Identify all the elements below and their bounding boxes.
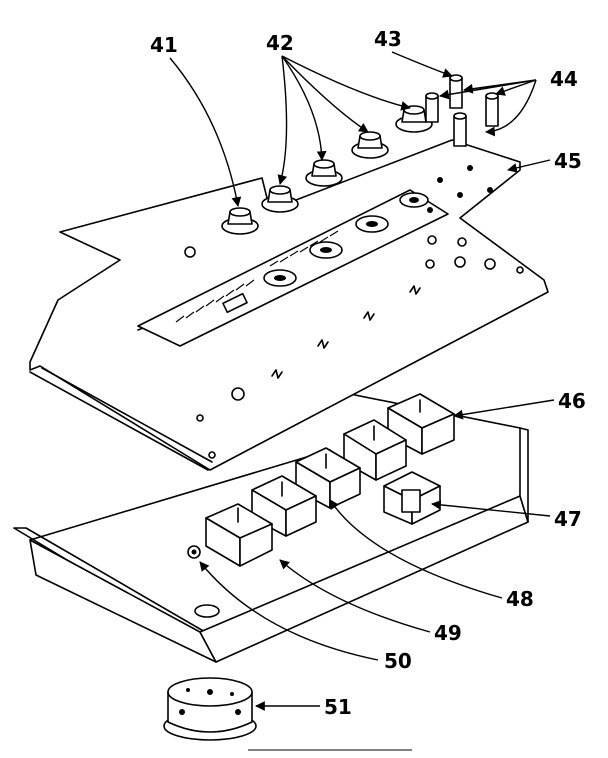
nut-42b (305, 159, 343, 187)
nut-42a (261, 185, 299, 213)
indicator-light (187, 545, 201, 559)
switch-a (343, 419, 407, 481)
callout-45: 45 (554, 149, 582, 173)
nut-42c (351, 131, 389, 159)
callout-numbers: 41 42 43 44 45 46 47 48 49 50 51 (150, 27, 586, 719)
switch-c (251, 475, 317, 537)
panel-holes (184, 165, 524, 459)
leader-lines (169, 51, 555, 711)
control-panel (29, 139, 549, 471)
knob-nuts (221, 105, 433, 235)
switch-46 (387, 393, 455, 455)
callout-41: 41 (150, 33, 178, 57)
callout-44: 44 (550, 67, 578, 91)
scale-ticks (175, 230, 339, 323)
callout-51: 51 (324, 695, 352, 719)
switches (205, 393, 455, 567)
callout-43: 43 (374, 27, 402, 51)
callout-48: 48 (506, 587, 534, 611)
chassis-box (13, 391, 529, 663)
terminal-block (163, 677, 257, 741)
callout-49: 49 (434, 621, 462, 645)
callout-42: 42 (266, 31, 294, 55)
standoffs (425, 74, 499, 147)
transformer (383, 471, 441, 525)
callout-47: 47 (554, 507, 582, 531)
callout-46: 46 (558, 389, 586, 413)
nut-41 (221, 207, 259, 235)
switch-d (205, 503, 273, 567)
callout-50: 50 (384, 649, 412, 673)
